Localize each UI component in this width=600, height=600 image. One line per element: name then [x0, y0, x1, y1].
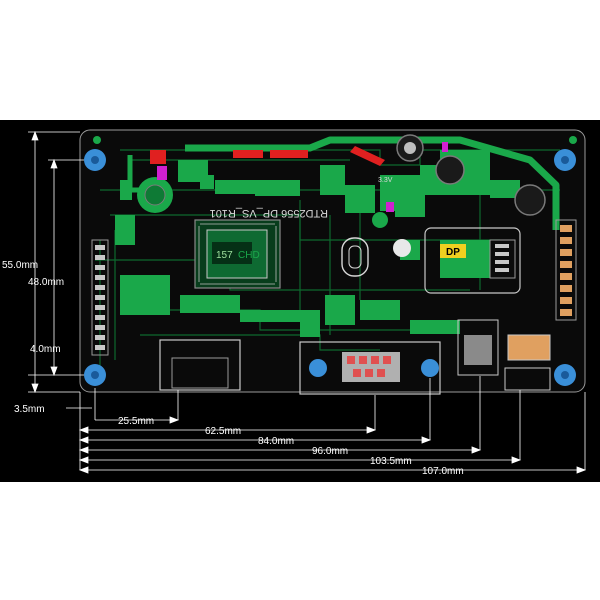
dim-h-1: 25.5mm [118, 416, 154, 427]
bottom-connectors [159, 319, 551, 395]
chip-label-suffix: CHD [238, 250, 260, 261]
silk-label: RTD2556 DP_VS_R101 [210, 207, 328, 219]
dp-label: DP [446, 247, 460, 258]
crystal [341, 237, 369, 277]
chip-label: 157 [216, 250, 233, 261]
right-header [555, 219, 577, 321]
dim-h-5: 103.5mm [370, 456, 412, 467]
dim-hole-spacing: 48.0mm [28, 277, 64, 288]
left-connector [91, 239, 109, 356]
dp-block: DP [393, 227, 521, 294]
dim-bottom-offset: 4.0mm [30, 344, 61, 355]
dim-left-offset: 3.5mm [14, 404, 45, 415]
dim-h-3: 84.0mm [258, 436, 294, 447]
voltage-label: 3.3V [378, 177, 393, 184]
dim-h-2: 62.5mm [205, 426, 241, 437]
main-chip: 157 CHD [194, 219, 281, 289]
pcb-layout-canvas: 157 CHD RTD2556 DP_VS_R101 DP 3. [0, 120, 600, 482]
dimension-lines [28, 130, 587, 474]
dim-total-height: 55.0mm [2, 260, 38, 271]
dim-h-4: 96.0mm [312, 446, 348, 457]
pcb-board: 157 CHD RTD2556 DP_VS_R101 DP 3. [79, 129, 586, 395]
dim-h-6: 107.0mm [422, 466, 464, 477]
